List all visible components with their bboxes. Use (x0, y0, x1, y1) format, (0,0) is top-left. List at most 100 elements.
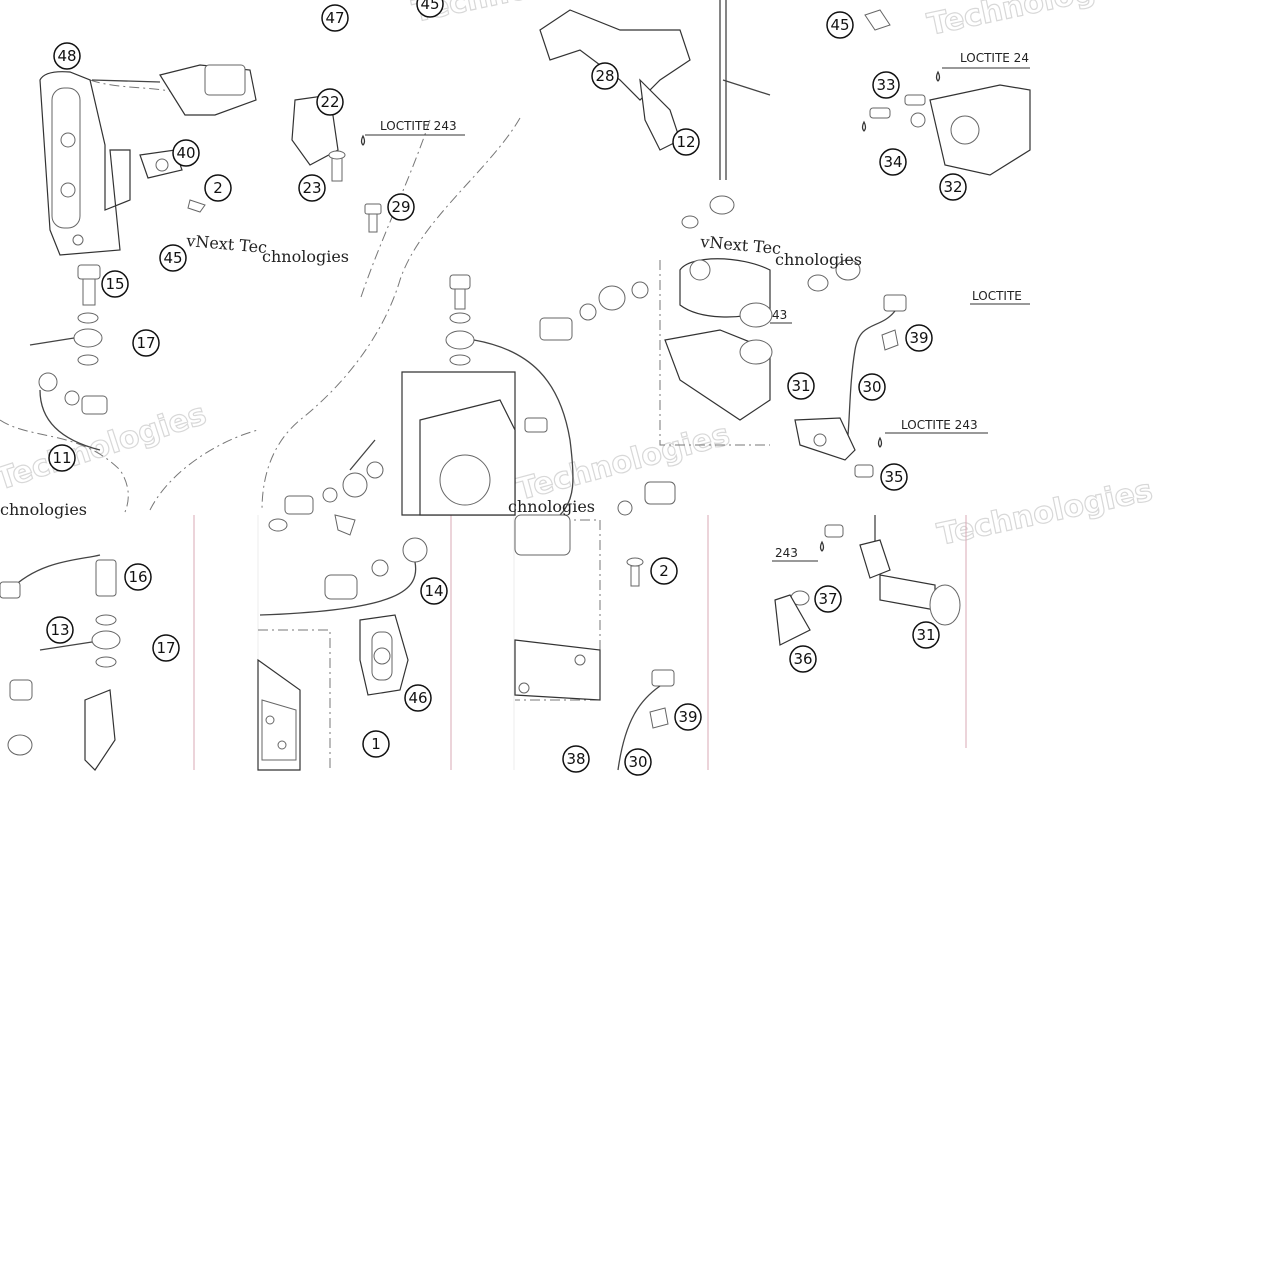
watermark-text: chnologies (0, 500, 87, 519)
callout-number: 31 (791, 377, 810, 395)
callout-bubble: 32 (939, 173, 967, 201)
callout-number: 30 (862, 378, 881, 396)
part-clamp-40 (139, 149, 206, 213)
callout-number: 35 (884, 468, 903, 486)
part-hose-fittings-mid (284, 439, 676, 516)
watermark-ghost: Technologies (934, 473, 1155, 553)
callout-bubble: 22 (316, 88, 344, 116)
callout-number: 36 (793, 650, 812, 668)
callout-bubble: 36 (789, 645, 817, 673)
callout-bubble: 47 (321, 4, 349, 32)
loctite-note: LOCTITE 243 (380, 119, 457, 133)
callout-bubble: 13 (46, 616, 74, 644)
callout-number: 23 (302, 179, 321, 197)
callout-number: 31 (916, 626, 935, 644)
part-bracket-28 (539, 0, 771, 229)
callout-number: 11 (52, 449, 71, 467)
callout-number: 15 (105, 275, 124, 293)
callout-bubble: 12 (672, 128, 700, 156)
part-banjo-bolt-15 (29, 264, 108, 451)
callout-bubble: 39 (905, 324, 933, 352)
loctite-note: 43 (772, 308, 787, 322)
loctite-notes: LOCTITE 243 LOCTITE 24 LOCTITE LOCTITE 2… (365, 51, 1030, 562)
callout-bubble: 2 (650, 557, 678, 585)
callout-bubble: 17 (152, 634, 180, 662)
callout-bubble: 45 (826, 11, 854, 39)
callout-number: 1 (371, 735, 381, 753)
part-pedal-plate (39, 71, 131, 256)
part-hose-14 (259, 514, 428, 616)
callout-number: 16 (128, 568, 147, 586)
tile-separators (193, 515, 967, 770)
callout-bubble: 15 (101, 270, 129, 298)
loctite-note: LOCTITE (972, 289, 1022, 303)
callout-bubble: 30 (624, 748, 652, 776)
callout-bubble: 31 (912, 621, 940, 649)
callout-bubble: 34 (879, 148, 907, 176)
callout-number: 22 (320, 93, 339, 111)
callout-number: 39 (909, 329, 928, 347)
part-wheel-sensor-mount (539, 258, 773, 421)
watermark-text: vNext Tec (699, 232, 782, 258)
part-bolt-29 (364, 203, 382, 233)
part-master-cylinder (91, 64, 257, 116)
callout-number: 39 (678, 708, 697, 726)
loctite-note: LOCTITE 243 (901, 418, 978, 432)
callout-number: 45 (830, 16, 849, 34)
callout-number: 14 (424, 582, 443, 600)
watermark-text: chnologies (775, 250, 862, 269)
part-grommet-46 (359, 614, 409, 696)
watermark-text: chnologies (508, 497, 595, 516)
callout-bubble: 33 (872, 71, 900, 99)
callout-bubble: 38 (562, 745, 590, 773)
loctite-drops (360, 70, 941, 552)
callout-bubble: 29 (387, 193, 415, 221)
callout-bubble: 17 (132, 329, 160, 357)
callout-bubble: 23 (298, 174, 326, 202)
callout-number: 38 (566, 750, 585, 768)
callout-bubble: 1 (362, 730, 390, 758)
callout-number: 45 (420, 0, 439, 13)
callout-number: 46 (408, 689, 427, 707)
callout-number: 37 (818, 590, 837, 608)
callout-number: 48 (57, 47, 76, 65)
callout-number: 13 (50, 621, 69, 639)
callout-bubble: 16 (124, 563, 152, 591)
callout-number: 30 (628, 753, 647, 771)
callout-bubble: 11 (48, 444, 76, 472)
callout-bubble: 45 (416, 0, 444, 18)
callout-number: 28 (595, 67, 614, 85)
part-speed-sensor-30a (794, 259, 907, 478)
callout-bubble: 37 (814, 585, 842, 613)
watermark-text: vNext Tec (185, 231, 268, 257)
watermark-text: chnologies (262, 247, 349, 266)
loctite-note: LOCTITE 24 (960, 51, 1029, 65)
callout-bubble: 39 (674, 703, 702, 731)
callout-number: 34 (883, 153, 902, 171)
part-screw-2b (514, 514, 644, 701)
callout-number: 2 (659, 562, 669, 580)
part-abs-modulator-1 (257, 658, 301, 771)
part-speed-sensor-30b (617, 669, 675, 771)
callout-bubble: 48 (53, 42, 81, 70)
part-pressure-switch-16 (0, 554, 121, 771)
callout-number: 45 (163, 249, 182, 267)
callout-bubble: 40 (172, 139, 200, 167)
loctite-note: 243 (775, 546, 798, 560)
callout-number: 33 (876, 76, 895, 94)
callout-bubble: 28 (591, 62, 619, 90)
callout-bubble: 14 (420, 577, 448, 605)
callout-bubble: 35 (880, 463, 908, 491)
callout-bubble: 31 (787, 372, 815, 400)
callout-number: 29 (391, 198, 410, 216)
callout-number: 40 (176, 144, 195, 162)
callout-bubble: 2 (204, 174, 232, 202)
callout-number: 12 (676, 133, 695, 151)
callout-number: 2 (213, 179, 223, 197)
callout-number: 17 (156, 639, 175, 657)
callout-number: 47 (325, 9, 344, 27)
part-sensor-31b (774, 515, 961, 646)
callout-layer: 48 47 45 28 12 45 33 34 32 40 2 22 23 29… (46, 0, 967, 776)
callout-bubble: 30 (858, 373, 886, 401)
